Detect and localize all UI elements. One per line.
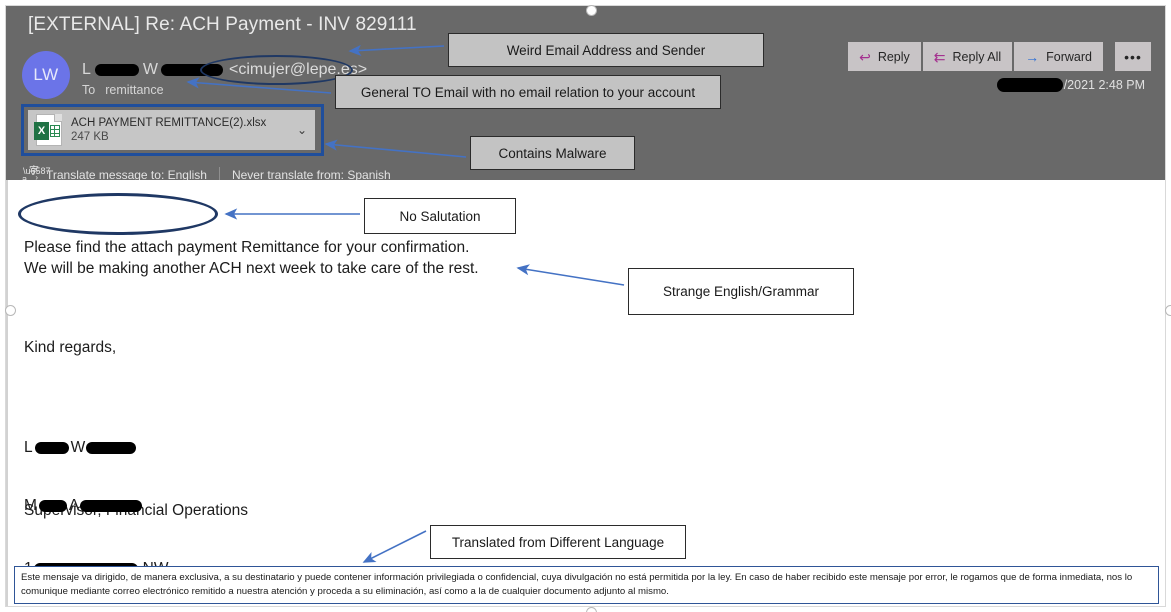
reply-all-button[interactable]: ⇇ Reply All: [922, 42, 1013, 71]
attachment-highlight-box: [21, 104, 324, 156]
redaction-bar: [34, 441, 69, 454]
callout-strange-grammar: Strange English/Grammar: [628, 268, 854, 315]
excel-file-icon: X: [34, 114, 62, 146]
email-subject: [EXTERNAL] Re: ACH Payment - INV 829111: [28, 14, 417, 35]
forward-arrow-icon: →: [1025, 48, 1040, 65]
no-salutation-highlight-ellipse: [18, 193, 218, 235]
sender-name-part2: W: [142, 61, 159, 78]
attachment-chip[interactable]: X ACH PAYMENT REMITTANCE(2).xlsx 247 KB …: [28, 110, 315, 150]
sender-name-part1: L: [82, 61, 91, 78]
timestamp-text: /2021 2:48 PM: [1063, 78, 1145, 92]
reply-all-button-label: Reply All: [952, 49, 1002, 64]
resize-handle-right[interactable]: [1165, 305, 1171, 316]
forward-button[interactable]: → Forward: [1014, 42, 1103, 71]
redaction-bar: [996, 78, 1063, 92]
more-actions-button[interactable]: •••: [1115, 42, 1151, 71]
addr1-part2: A: [68, 497, 80, 514]
never-translate-link[interactable]: Never translate from: Spanish: [231, 168, 391, 182]
attachment-filesize: 247 KB: [71, 131, 109, 143]
sender-email-highlight-ellipse: [200, 55, 353, 85]
redaction-bar: [38, 499, 67, 512]
to-value: remittance: [105, 83, 164, 97]
forward-button-label: Forward: [1046, 49, 1092, 64]
recipient-row: To remittance: [82, 83, 164, 97]
redaction-bar: [86, 441, 137, 454]
reply-button[interactable]: ↩ Reply: [848, 42, 921, 71]
spanish-disclaimer-box: Este mensaje va dirigido, de manera excl…: [14, 566, 1159, 604]
redaction-bar: [80, 499, 143, 512]
chevron-down-icon[interactable]: ⌄: [296, 123, 308, 137]
sig-name-part2: W: [70, 439, 86, 456]
redaction-bar: [94, 64, 139, 76]
reply-button-label: Reply: [877, 49, 910, 64]
callout-contains-malware: Contains Malware: [470, 136, 635, 170]
divider: [218, 167, 220, 183]
callout-no-salutation: No Salutation: [364, 198, 516, 234]
callout-general-to: General TO Email with no email relation …: [335, 75, 721, 109]
translate-message-link[interactable]: Translate message to: English: [46, 168, 207, 182]
callout-translated: Translated from Different Language: [430, 525, 686, 559]
signature-name: L W: [24, 437, 248, 458]
attachment-info: ACH PAYMENT REMITTANCE(2).xlsx 247 KB: [71, 116, 289, 144]
to-label: To: [82, 83, 96, 97]
body-paragraph: Please find the attach payment Remittanc…: [24, 239, 479, 277]
avatar: LW: [22, 51, 70, 99]
translate-bar: \u6587 字 a › Translate message to: Engli…: [22, 166, 391, 184]
reply-all-arrow-icon: ⇇: [933, 48, 946, 65]
translate-icon: \u6587 字 a ›: [22, 166, 51, 184]
email-timestamp: /2021 2:48 PM: [996, 78, 1145, 92]
resize-handle-bottom[interactable]: [586, 607, 597, 612]
reply-arrow-icon: ↩: [859, 48, 871, 65]
attachment-filename: ACH PAYMENT REMITTANCE(2).xlsx: [71, 117, 267, 129]
addr1-part1: M: [24, 497, 37, 514]
sig-name-part1: L: [24, 439, 33, 456]
action-button-group: ↩ Reply ⇇ Reply All → Forward •••: [848, 42, 1151, 71]
spanish-disclaimer-text: Este mensaje va dirigido, de manera excl…: [21, 572, 1133, 597]
callout-weird-email: Weird Email Address and Sender: [448, 33, 764, 67]
body-closing: Kind regards,: [24, 339, 117, 356]
address-line-1: M A: [24, 495, 189, 516]
